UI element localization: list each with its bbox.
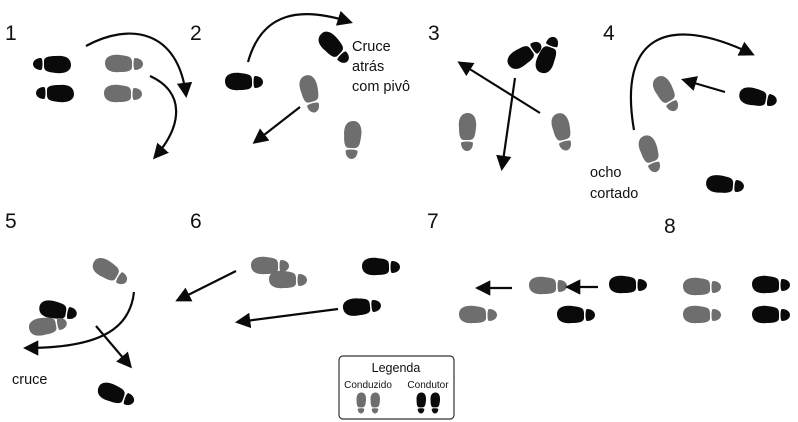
shoe-print-icon xyxy=(549,111,576,152)
step6-follower-feet xyxy=(251,257,307,288)
shoe-print-icon xyxy=(738,86,778,110)
shoe-print-icon xyxy=(609,276,647,293)
shoe-print-icon xyxy=(342,296,381,317)
step6-leader-feet xyxy=(342,258,400,317)
step5-follower-feet xyxy=(28,255,131,338)
shoe-print-icon xyxy=(459,306,497,323)
step7-follower-feet xyxy=(459,277,567,323)
arrow xyxy=(150,76,176,157)
arrow xyxy=(238,309,338,322)
step1-leader-feet xyxy=(33,56,74,102)
shoe-print-icon xyxy=(95,380,137,409)
step7-leader-feet xyxy=(557,276,647,323)
arrow xyxy=(684,80,725,92)
shoe-print-icon xyxy=(104,85,142,102)
shoe-print-icon xyxy=(269,271,307,288)
step8-leader-feet xyxy=(752,276,790,323)
arrow xyxy=(460,63,540,113)
shoe-print-icon xyxy=(89,255,131,289)
step-number-5: 5 xyxy=(5,210,17,233)
step-number-7: 7 xyxy=(427,210,439,233)
shoe-print-icon xyxy=(636,133,665,175)
step-number-1: 1 xyxy=(5,22,17,45)
arrow xyxy=(96,326,130,366)
shoe-print-icon xyxy=(557,306,595,323)
caption-step5-line1: cruce xyxy=(12,372,47,388)
caption-step2-line2: atrás xyxy=(352,59,384,75)
step4-follower-feet xyxy=(636,73,684,175)
shoe-print-icon xyxy=(459,113,476,151)
shoe-print-icon xyxy=(33,56,71,73)
step5-leader-feet xyxy=(38,299,137,410)
step4-leader-feet xyxy=(705,86,778,195)
shoe-print-icon xyxy=(683,306,721,323)
step-number-2: 2 xyxy=(190,22,202,45)
step8-follower-feet xyxy=(683,278,721,323)
caption-step4-line1: ocho xyxy=(590,165,621,181)
step2-arrows xyxy=(248,14,350,142)
shoe-print-icon xyxy=(752,306,790,323)
shoe-print-icon xyxy=(343,121,362,160)
shoe-print-icon xyxy=(362,258,400,275)
legend-follower-label: Conduzido xyxy=(344,380,392,391)
step4-arrows xyxy=(631,34,752,130)
caption-step4-line2: cortado xyxy=(590,186,638,202)
shoe-print-icon xyxy=(649,73,683,115)
shoe-print-icon xyxy=(529,277,567,294)
step3-follower-feet xyxy=(459,111,576,152)
shoe-print-icon xyxy=(105,55,143,72)
step-number-4: 4 xyxy=(603,22,615,45)
step-number-8: 8 xyxy=(664,215,676,238)
step1-follower-feet xyxy=(104,55,143,102)
shoe-print-icon xyxy=(297,73,324,114)
step6-arrows xyxy=(178,271,338,322)
legend-title: Legenda xyxy=(372,361,421,375)
shoe-print-icon xyxy=(315,28,354,67)
step-number-6: 6 xyxy=(190,210,202,233)
shoe-print-icon xyxy=(533,34,562,76)
shoe-print-icon xyxy=(752,276,790,293)
shoe-print-icon xyxy=(225,73,263,90)
legend-box: Legenda Conduzido Condutor xyxy=(339,356,454,419)
step2-leader-feet xyxy=(225,28,354,90)
arrow xyxy=(178,271,236,300)
shoe-print-icon xyxy=(36,85,74,102)
step3-leader-feet xyxy=(504,34,562,76)
shoe-print-icon xyxy=(705,174,744,195)
arrow xyxy=(255,107,300,142)
caption-step2-line3: com pivô xyxy=(352,79,410,95)
shoe-print-icon xyxy=(683,278,721,295)
caption-step2-line1: Cruce xyxy=(352,39,391,55)
legend-leader-label: Condutor xyxy=(407,380,449,391)
step-number-3: 3 xyxy=(428,22,440,45)
